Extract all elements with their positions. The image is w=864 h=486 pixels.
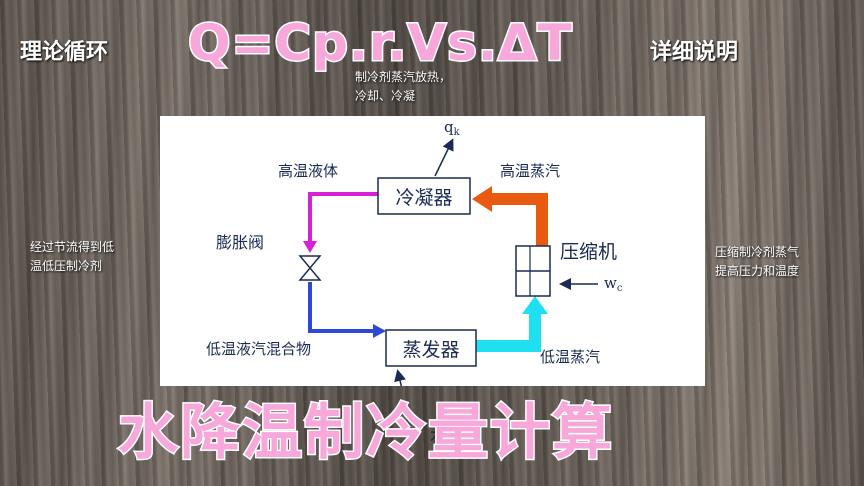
wc-label: wc bbox=[604, 274, 623, 294]
condenser-label: 冷凝器 bbox=[395, 187, 452, 209]
expansion-valve-symbol bbox=[298, 255, 322, 281]
hot-vapor-line bbox=[472, 186, 548, 246]
expansion-valve-label: 膨胀阀 bbox=[216, 233, 264, 252]
hot-liquid-label: 高温液体 bbox=[278, 162, 338, 180]
evaporator-label: 蒸发器 bbox=[402, 339, 459, 361]
low-mix-line bbox=[308, 282, 386, 338]
qk-arrow bbox=[434, 138, 454, 177]
low-mix-label: 低温液汽混合物 bbox=[206, 340, 311, 358]
diagram-panel: 冷凝器 蒸发器 压缩机 qk wc 高温液体 高温蒸汽 膨胀阀 低温液汽混合物 … bbox=[160, 116, 705, 407]
note-expansion: 经过节流得到低 温低压制冷剂 bbox=[30, 240, 115, 273]
qk-label: qk bbox=[444, 118, 461, 138]
low-vapor-label: 低温蒸汽 bbox=[540, 348, 600, 366]
formula-title: Q=Cp.r.Vs.ΔT bbox=[187, 13, 574, 74]
compressor-label: 压缩机 bbox=[560, 241, 617, 263]
hidden-caption-fragment: 木 bbox=[430, 426, 447, 445]
compressor-symbol bbox=[515, 245, 551, 297]
low-vapor-line bbox=[476, 296, 548, 352]
evaporator-box bbox=[385, 329, 477, 367]
note-condenser: 制冷剂蒸汽放热， 冷却、冷凝 bbox=[355, 70, 452, 103]
hot-liquid-line bbox=[303, 192, 378, 253]
header-left-label: 理论循环 bbox=[20, 40, 109, 65]
header-right-label: 详细说明 bbox=[650, 40, 739, 65]
condenser-box bbox=[377, 177, 471, 215]
hot-vapor-label: 高温蒸汽 bbox=[500, 162, 560, 180]
refrigeration-cycle-diagram: 冷凝器 蒸发器 压缩机 qk wc 高温液体 高温蒸汽 膨胀阀 低温液汽混合物 … bbox=[206, 118, 623, 407]
note-compressor: 压缩制冷剂蒸气 提高压力和温度 bbox=[715, 245, 800, 278]
main-title: 水降温制冷量计算 bbox=[117, 397, 614, 470]
